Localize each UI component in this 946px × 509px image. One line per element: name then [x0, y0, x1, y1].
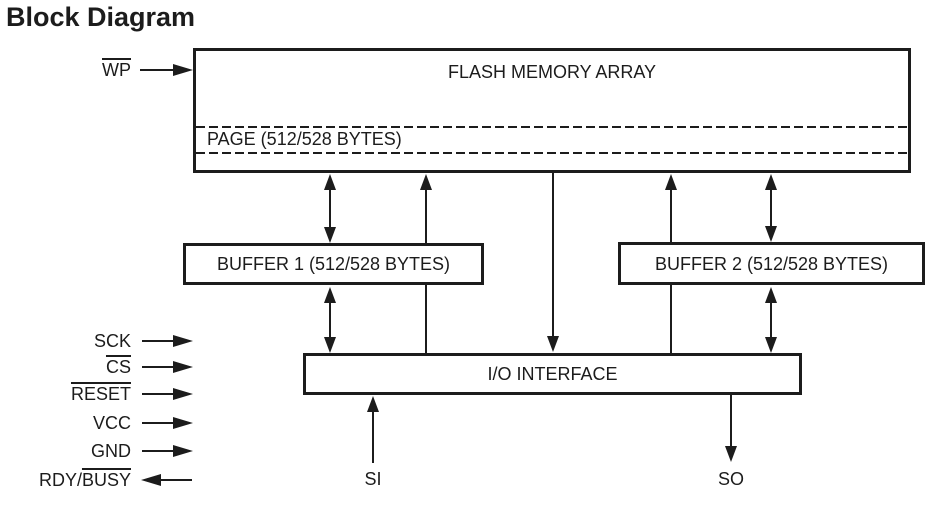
sck-arrow	[142, 335, 193, 347]
page-divider-bottom	[196, 152, 908, 154]
pin-label-cs: CS	[0, 357, 131, 377]
buffer1-block: BUFFER 1 (512/528 BYTES)	[183, 243, 484, 285]
io-interface-label: I/O INTERFACE	[487, 364, 618, 384]
pin-text-overlined: WP	[102, 60, 131, 80]
pin-text: VCC	[92, 413, 131, 433]
buffer1-io-arrow	[324, 287, 336, 353]
pin-label-reset: RESET	[0, 384, 131, 404]
io-interface-block: I/O INTERFACE	[303, 353, 802, 395]
flash-io-down-line	[547, 171, 559, 352]
flash-memory-array-label: FLASH MEMORY ARRAY	[447, 62, 657, 82]
gnd-arrow	[142, 445, 193, 457]
pin-text: SI	[364, 469, 382, 489]
pin-text: RDY/	[38, 470, 82, 490]
pin-text: SCK	[93, 331, 131, 351]
pin-label-rdy-busy: RDY/BUSY	[0, 470, 131, 490]
cs-arrow	[142, 361, 193, 373]
pin-text-overlined: BUSY	[81, 470, 131, 490]
vcc-arrow	[142, 417, 193, 429]
pin-label-vcc: VCC	[0, 413, 131, 433]
page-divider-top	[196, 126, 908, 128]
so-arrow	[725, 395, 737, 462]
pin-text: GND	[91, 441, 131, 461]
diagram-title: Block Diagram	[6, 2, 196, 32]
pin-label-so: SO	[701, 469, 761, 489]
rdy-busy-arrow	[141, 474, 192, 486]
pin-label-si: SI	[343, 469, 403, 489]
pin-text-overlined: CS	[105, 357, 131, 377]
page-label: PAGE (512/528 BYTES)	[207, 129, 402, 149]
pin-text-overlined: RESET	[70, 384, 131, 404]
si-arrow	[367, 396, 379, 463]
pin-label-sck: SCK	[0, 331, 131, 351]
flash-memory-array-block: FLASH MEMORY ARRAY PAGE (512/528 BYTES)	[193, 48, 911, 173]
flash-buffer2-arrow	[765, 174, 777, 242]
pin-text: SO	[717, 469, 744, 489]
reset-arrow	[142, 388, 193, 400]
flash-buffer1-arrow	[324, 174, 336, 243]
buffer2-block: BUFFER 2 (512/528 BYTES)	[618, 242, 925, 285]
buffer1-label: BUFFER 1 (512/528 BYTES)	[216, 254, 451, 274]
buffer2-label: BUFFER 2 (512/528 BYTES)	[654, 253, 889, 274]
wp-arrow	[140, 64, 193, 76]
buffer2-io-arrow	[765, 287, 777, 353]
pin-label-wp: WP	[0, 60, 131, 80]
pin-label-gnd: GND	[0, 441, 131, 461]
